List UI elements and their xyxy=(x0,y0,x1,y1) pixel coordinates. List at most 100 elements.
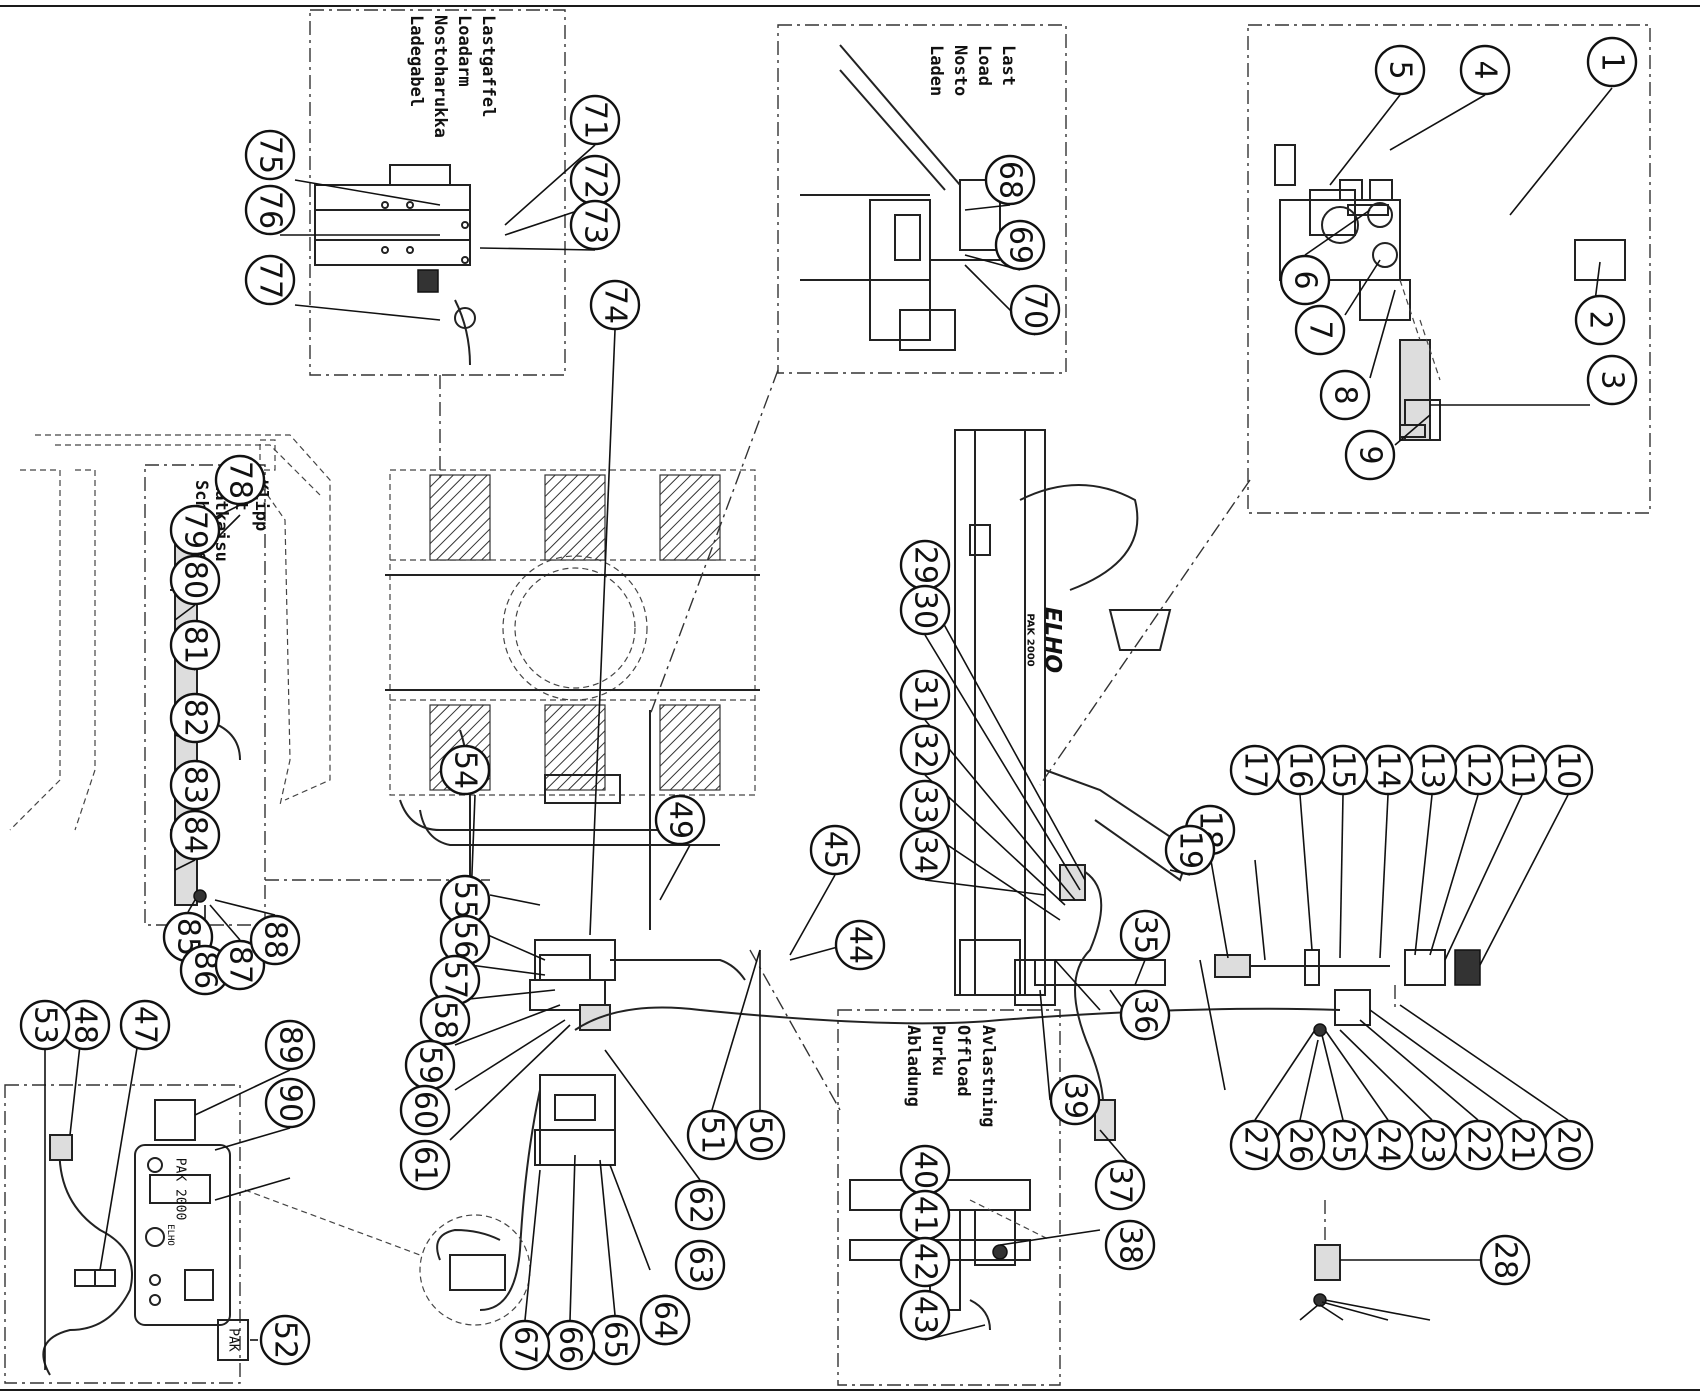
control-display-text: PAK 2000 xyxy=(173,1158,188,1221)
callout-44: 44 xyxy=(834,919,886,971)
callout-21: 21 xyxy=(1496,1119,1548,1171)
callout-12: 12 xyxy=(1452,744,1504,796)
callout-7: 7 xyxy=(1294,304,1346,356)
callout-29: 29 xyxy=(899,539,951,591)
callout-61: 61 xyxy=(399,1139,451,1191)
connection-lines xyxy=(265,369,1396,1240)
callout-number: 3 xyxy=(1595,370,1630,389)
callout-52: 52 xyxy=(259,1314,311,1366)
callout-number: 11 xyxy=(1505,751,1540,789)
main-frame xyxy=(244,469,1341,1326)
callout-circle xyxy=(569,94,621,146)
callout-35: 35 xyxy=(1119,909,1171,961)
callout-number: 1 xyxy=(1595,52,1630,71)
callout-90: 90 xyxy=(264,1077,316,1129)
brand-model: PAK 2000 xyxy=(1025,613,1036,666)
callout-number: 50 xyxy=(743,1116,778,1154)
callout-number: 26 xyxy=(1283,1126,1318,1164)
callout-72: 72 xyxy=(569,154,621,206)
callout-number: 9 xyxy=(1353,445,1388,464)
callout-number: 56 xyxy=(448,921,483,959)
callout-number: 15 xyxy=(1326,751,1361,789)
callout-43: 43 xyxy=(899,1289,951,1341)
detail-labels: Lastgaffel Loadarm Nostoharukka Ladegabe… xyxy=(191,15,1018,1127)
callout-number: 44 xyxy=(843,926,878,964)
callout-number: 35 xyxy=(1128,916,1163,954)
callout-circle xyxy=(1229,1119,1281,1171)
callout-number: 74 xyxy=(598,286,633,324)
callout-9: 9 xyxy=(1344,429,1396,481)
callout-number: 6 xyxy=(1288,270,1323,289)
callout-circle xyxy=(1586,36,1638,88)
callout-28: 28 xyxy=(1479,1234,1531,1286)
callout-number: 27 xyxy=(1238,1126,1273,1164)
callout-number: 67 xyxy=(508,1326,543,1364)
callout-10: 10 xyxy=(1542,744,1594,796)
callout-8: 8 xyxy=(1319,369,1371,421)
callout-11: 11 xyxy=(1496,744,1548,796)
detail-box-offload xyxy=(837,1009,1061,1386)
callout-circle xyxy=(1294,304,1346,356)
callout-number: 79 xyxy=(178,511,213,549)
callout-circle xyxy=(569,199,621,251)
callout-27: 27 xyxy=(1229,1119,1281,1171)
callout-number: 77 xyxy=(253,261,288,299)
callout-number: 23 xyxy=(1415,1126,1450,1164)
callout-59: 59 xyxy=(404,1039,456,1091)
callout-57: 57 xyxy=(429,954,481,1006)
callout-circle xyxy=(1479,1234,1531,1286)
callout-number: 80 xyxy=(178,561,213,599)
callout-number: 19 xyxy=(1173,831,1208,869)
callout-82: 82 xyxy=(169,692,221,744)
label-laden: Laden xyxy=(926,45,946,96)
callout-49: 49 xyxy=(654,794,706,846)
callout-circle xyxy=(264,1019,316,1071)
callout-89: 89 xyxy=(264,1019,316,1071)
callout-77: 77 xyxy=(244,254,296,306)
callout-circle xyxy=(686,1109,738,1161)
callout-circle xyxy=(19,999,71,1051)
callout-circle xyxy=(639,1294,691,1346)
callout-number: 48 xyxy=(68,1006,103,1044)
callout-number: 57 xyxy=(438,961,473,999)
callout-number: 66 xyxy=(553,1326,588,1364)
callout-60: 60 xyxy=(399,1084,451,1136)
callout-67: 67 xyxy=(499,1319,551,1371)
callout-number: 87 xyxy=(223,946,258,984)
callout-5: 5 xyxy=(1374,44,1426,96)
callout-group: 1234567891011121314151617181920212223242… xyxy=(19,36,1638,1371)
callout-number: 61 xyxy=(408,1146,443,1184)
callout-45: 45 xyxy=(809,824,861,876)
callout-30: 30 xyxy=(899,584,951,636)
callout-40: 40 xyxy=(899,1144,951,1196)
callout-number: 17 xyxy=(1238,751,1273,789)
callout-88: 88 xyxy=(249,914,301,966)
callout-circle xyxy=(1374,44,1426,96)
callout-78: 78 xyxy=(214,454,266,506)
callout-65: 65 xyxy=(589,1314,641,1366)
callout-number: 63 xyxy=(683,1246,718,1284)
callout-number: 12 xyxy=(1461,751,1496,789)
callout-17: 17 xyxy=(1229,744,1281,796)
callout-number: 82 xyxy=(178,699,213,737)
callout-circle xyxy=(674,1179,726,1231)
callout-22: 22 xyxy=(1452,1119,1504,1171)
callout-circle xyxy=(1279,254,1331,306)
callout-84: 84 xyxy=(169,809,221,861)
label-load: Load xyxy=(974,45,994,86)
callout-70: 70 xyxy=(1009,284,1061,336)
callout-13: 13 xyxy=(1406,744,1458,796)
callout-number: 38 xyxy=(1113,1226,1148,1264)
callout-51: 51 xyxy=(686,1109,738,1161)
callout-74: 74 xyxy=(589,279,641,331)
callout-number: 78 xyxy=(223,461,258,499)
callout-16: 16 xyxy=(1274,744,1326,796)
callout-number: 55 xyxy=(448,881,483,919)
callout-number: 39 xyxy=(1058,1081,1093,1119)
callout-47: 47 xyxy=(119,999,171,1051)
label-last: Last xyxy=(998,45,1018,86)
callout-circle xyxy=(1574,294,1626,346)
callout-37: 37 xyxy=(1094,1159,1146,1211)
callout-circle xyxy=(654,794,706,846)
callout-68: 68 xyxy=(984,154,1036,206)
